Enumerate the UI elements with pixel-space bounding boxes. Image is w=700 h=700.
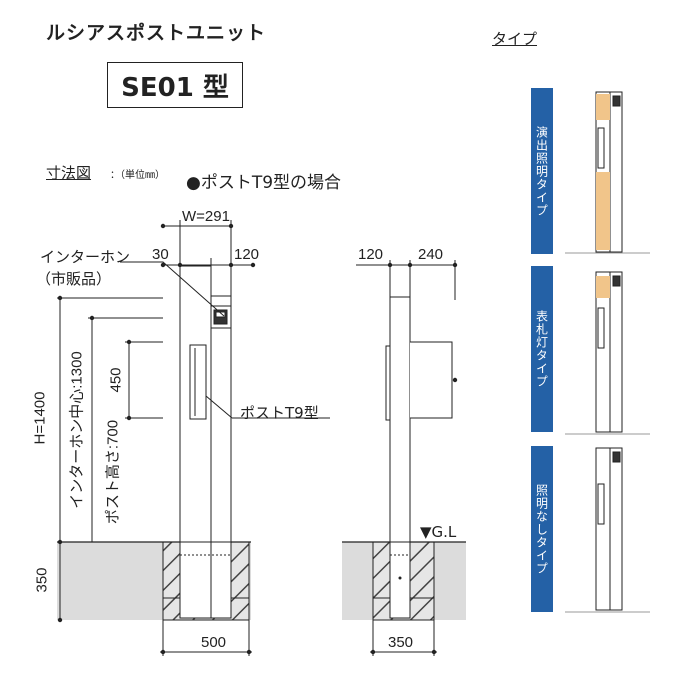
type-label-illumination: 演出照明タイプ — [534, 125, 549, 217]
front-right-width: 120 — [234, 246, 260, 263]
type-heading: タイプ — [492, 30, 538, 48]
type-band-illumination: 演出照明タイプ — [531, 88, 553, 254]
unit-note: ：（単位㎜） — [110, 170, 165, 181]
post-size: 450 — [107, 367, 125, 393]
type-label-nameplate-light: 表札灯タイプ — [534, 310, 549, 388]
post-label: ポストT9型 — [240, 404, 319, 422]
model-name: SE01 型 — [121, 72, 229, 103]
width-label: W=291 — [182, 208, 230, 225]
type-thumbnails — [565, 91, 650, 613]
intercom-center: インターホン中心:1300 — [68, 351, 86, 509]
front-left-width: 30 — [152, 246, 169, 263]
case-label: ●ポストT9型の場合 — [186, 173, 342, 193]
intercom-sub: （市販品） — [36, 270, 112, 288]
dimension-label: 寸法図 — [46, 164, 92, 182]
side-view — [342, 260, 466, 656]
side-left-width: 120 — [358, 246, 384, 263]
type-label-no-light: 照明なしタイプ — [534, 483, 549, 575]
height-label: H=1400 — [31, 391, 49, 445]
product-title: ルシアスポストユニット — [46, 22, 267, 44]
side-foundation-width: 350 — [388, 634, 414, 651]
type-band-no-light: 照明なしタイプ — [531, 446, 553, 612]
ground-level-label: ▼G.L — [420, 523, 457, 541]
post-height: ポスト高さ:700 — [104, 419, 122, 525]
front-view — [57, 220, 330, 656]
type-band-nameplate-light: 表札灯タイプ — [531, 266, 553, 432]
foundation-depth: 350 — [33, 567, 51, 593]
intercom-label: インターホン — [40, 248, 131, 266]
foundation-width: 500 — [201, 634, 227, 651]
model-box: SE01 型 — [107, 62, 243, 108]
side-right-width: 240 — [418, 246, 444, 263]
